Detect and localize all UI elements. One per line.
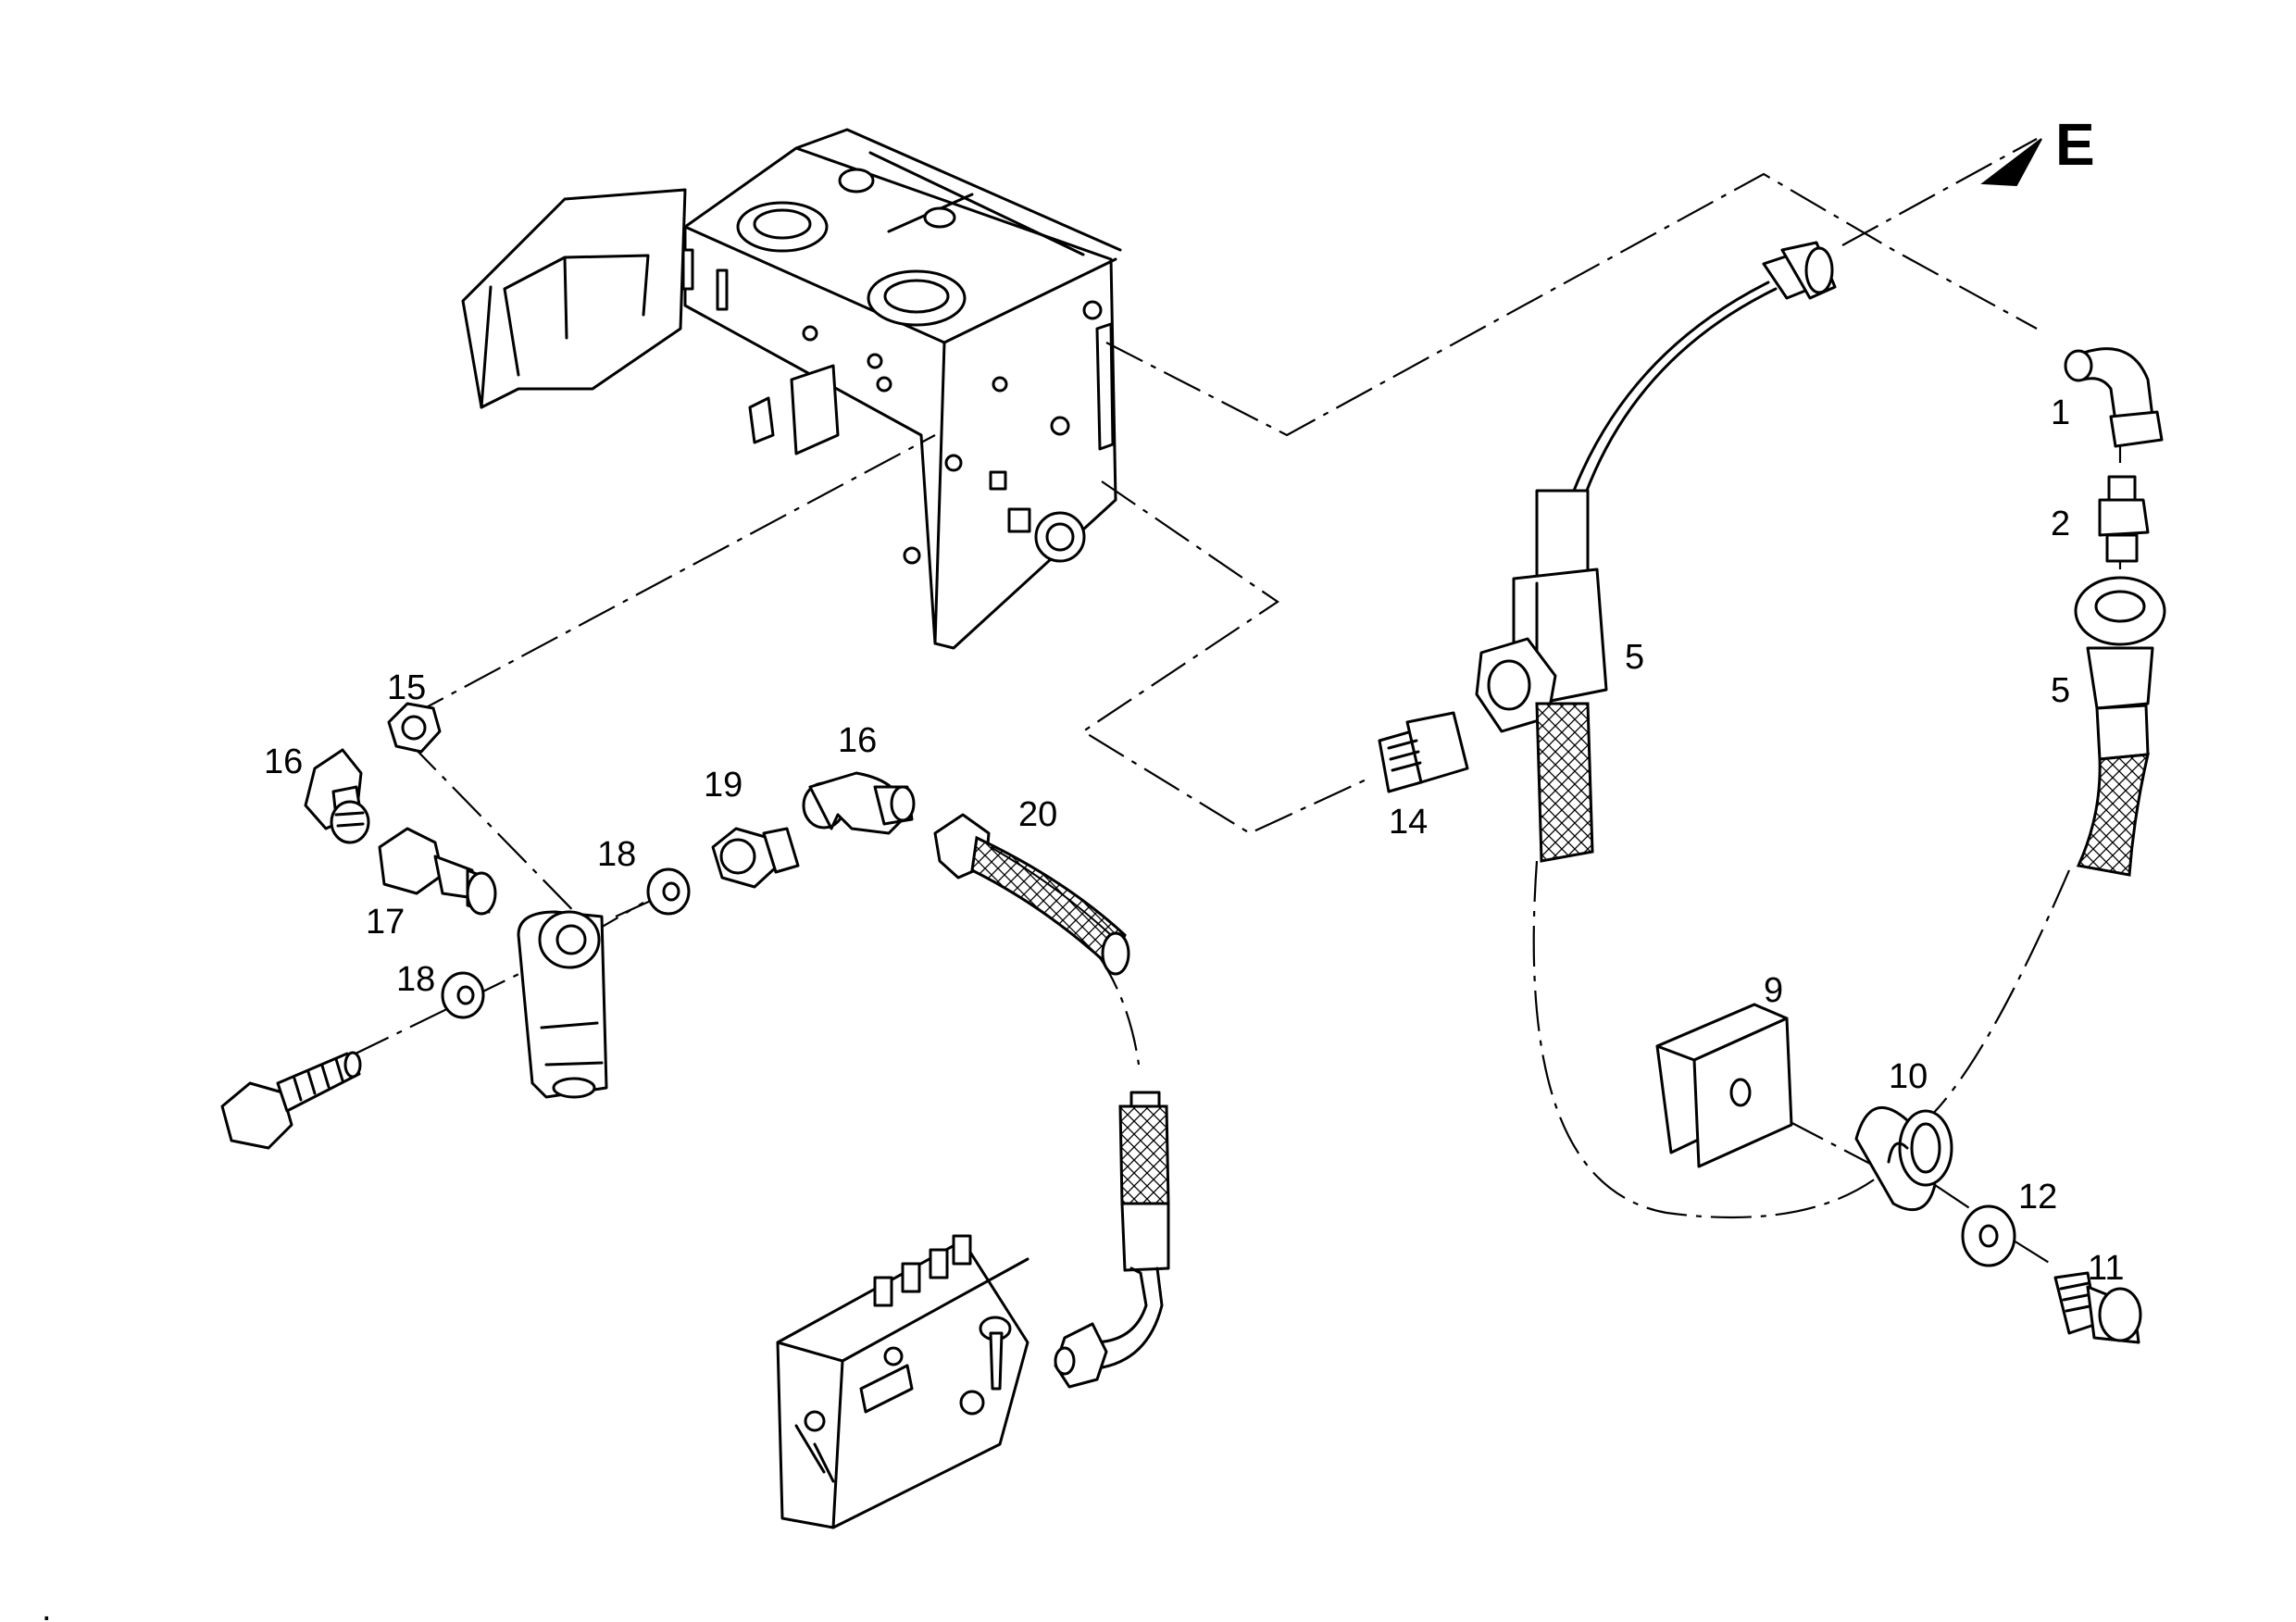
part-20-hose <box>933 813 1130 976</box>
sensor-cable <box>1563 241 1837 506</box>
label-part-11: 11 <box>2088 1249 2124 1288</box>
part-14-nipple <box>1378 711 1469 793</box>
label-arrow-e: E <box>2055 111 2095 178</box>
engine-block <box>461 128 1122 650</box>
label-part-15: 15 <box>387 668 426 707</box>
label-part-14: 14 <box>1389 803 1428 842</box>
part-labels: E 1 2 5 5 9 10 11 12 14 15 16 16 17 18 1… <box>42 111 2124 1622</box>
part-11-screw <box>2053 1271 2142 1344</box>
part-16-elbow-left <box>304 748 370 844</box>
label-part-2: 2 <box>2051 505 2070 543</box>
corner-mark: . <box>42 1590 52 1622</box>
label-part-9: 9 <box>1764 971 1783 1010</box>
label-part-16-left: 16 <box>264 742 303 781</box>
label-part-18-lower: 18 <box>396 960 435 999</box>
label-part-10: 10 <box>1889 1057 1928 1096</box>
label-part-5-tee: 5 <box>1625 638 1644 677</box>
part-10-clip <box>1854 1105 1953 1212</box>
label-part-16-middle: 16 <box>838 721 877 760</box>
pump-feed-pipe <box>1054 1091 1170 1389</box>
part-16-elbow-middle <box>802 771 916 835</box>
part-18-washer-a <box>646 867 691 916</box>
label-part-5-hose: 5 <box>2051 671 2070 710</box>
part-15-nut <box>387 702 442 754</box>
part-17-banjo-bolt <box>378 827 497 916</box>
direction-arrow-e <box>1980 138 2042 187</box>
part-5-tee-fitting <box>1475 489 1608 863</box>
label-part-17: 17 <box>366 903 405 942</box>
mounting-bolt <box>220 1051 362 1150</box>
fuel-filter <box>517 910 608 1099</box>
label-part-12: 12 <box>2018 1178 2057 1216</box>
part-18-washer-b <box>441 971 485 1019</box>
part-1-elbow <box>2064 347 2164 448</box>
part-19-fitting <box>711 827 800 889</box>
part-2-nipple <box>2098 475 2150 563</box>
label-part-18-upper: 18 <box>597 835 636 874</box>
label-part-19: 19 <box>704 766 742 805</box>
injection-pump <box>776 1234 1029 1529</box>
label-part-1: 1 <box>2051 393 2070 432</box>
label-part-20: 20 <box>1018 795 1057 834</box>
part-12-washer <box>1961 1204 2016 1267</box>
part-5-hose-right <box>2074 576 2166 877</box>
part-9-block <box>1655 1003 1793 1168</box>
